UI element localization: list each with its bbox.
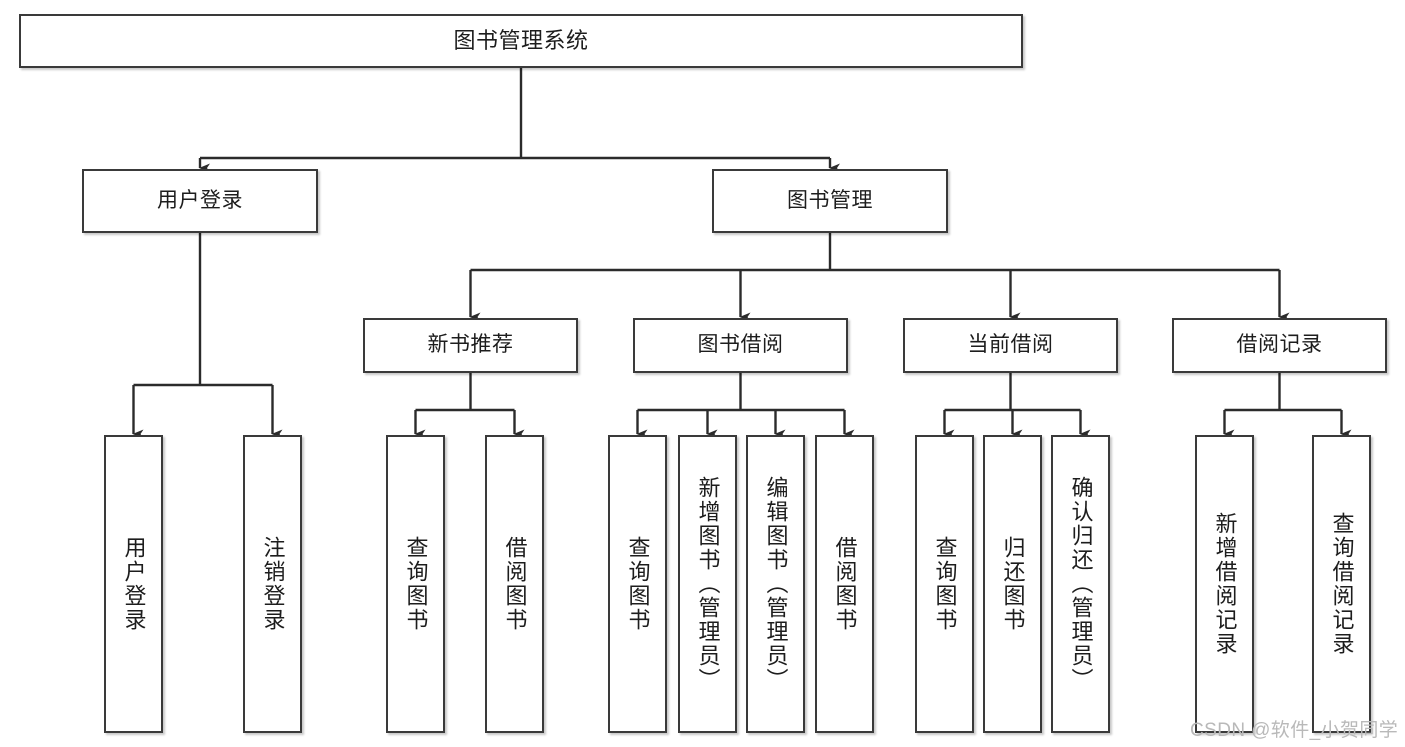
node-label: 借阅记录	[1236, 333, 1323, 357]
node-label: 借阅图书	[832, 536, 858, 632]
node-label: 新增图书（管理员）	[695, 476, 721, 692]
node-borrow-record[interactable]: 借阅记录	[1172, 318, 1387, 373]
node-label: 归还图书	[1000, 536, 1026, 632]
node-label: 确认归还（管理员）	[1068, 476, 1094, 692]
node-leaf-borrow-book-1[interactable]: 借阅图书	[485, 435, 544, 733]
node-label: 注销登录	[260, 536, 286, 632]
node-book-manage[interactable]: 图书管理	[712, 169, 948, 233]
node-label: 新增借阅记录	[1212, 512, 1238, 656]
node-book-borrow[interactable]: 图书借阅	[633, 318, 848, 373]
node-label: 图书借阅	[697, 333, 784, 357]
node-label: 查询借阅记录	[1329, 512, 1355, 656]
node-label: 查询图书	[625, 536, 651, 632]
node-label: 图书管理系统	[453, 28, 589, 54]
node-label: 用户登录	[121, 536, 147, 632]
node-label: 用户登录	[157, 188, 243, 212]
node-leaf-borrow-book-2[interactable]: 借阅图书	[815, 435, 874, 733]
node-label: 查询图书	[932, 536, 958, 632]
node-leaf-query-record[interactable]: 查询借阅记录	[1312, 435, 1371, 733]
node-leaf-return-book[interactable]: 归还图书	[983, 435, 1042, 733]
node-leaf-query-book-1[interactable]: 查询图书	[386, 435, 445, 733]
node-leaf-query-book-2[interactable]: 查询图书	[608, 435, 667, 733]
node-leaf-user-login[interactable]: 用户登录	[104, 435, 163, 733]
node-leaf-user-logout[interactable]: 注销登录	[243, 435, 302, 733]
node-leaf-query-book-3[interactable]: 查询图书	[915, 435, 974, 733]
node-leaf-add-record[interactable]: 新增借阅记录	[1195, 435, 1254, 733]
node-root-system[interactable]: 图书管理系统	[19, 14, 1023, 68]
node-user-login[interactable]: 用户登录	[82, 169, 318, 233]
node-label: 新书推荐	[427, 333, 514, 357]
node-leaf-add-book[interactable]: 新增图书（管理员）	[678, 435, 737, 733]
node-leaf-edit-book[interactable]: 编辑图书（管理员）	[746, 435, 805, 733]
node-label: 当前借阅	[967, 333, 1054, 357]
node-label: 借阅图书	[502, 536, 528, 632]
node-new-book-rec[interactable]: 新书推荐	[363, 318, 578, 373]
node-label: 查询图书	[403, 536, 429, 632]
node-label: 图书管理	[787, 188, 873, 212]
node-label: 编辑图书（管理员）	[763, 476, 789, 692]
node-leaf-confirm-return[interactable]: 确认归还（管理员）	[1051, 435, 1110, 733]
node-current-borrow[interactable]: 当前借阅	[903, 318, 1118, 373]
